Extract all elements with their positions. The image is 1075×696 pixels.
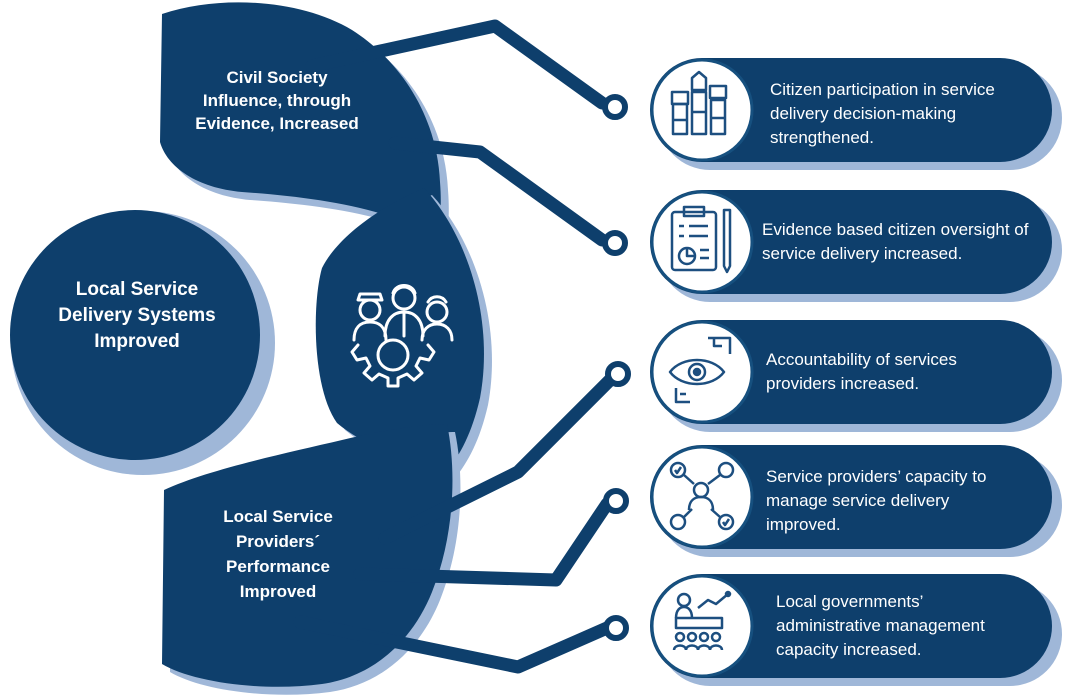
- center-shape: [315, 188, 492, 478]
- output-text-2: Evidence based citizen oversight of serv…: [762, 220, 1029, 263]
- connector-3: [378, 373, 617, 545]
- output-text-3: Accountability of services providers inc…: [766, 350, 957, 393]
- council-meeting-icon: [672, 590, 732, 651]
- top-outcome-label: Civil Society Influence, through Evidenc…: [195, 68, 359, 133]
- connector-node-3: [605, 361, 631, 387]
- connector-4: [353, 497, 614, 587]
- connector-1: [305, 19, 609, 110]
- output-pill-2: [650, 190, 1062, 302]
- top-outcome-shape: [160, 2, 449, 246]
- raised-fists-icon: [670, 70, 728, 136]
- network-people-icon: [669, 461, 735, 531]
- hub-circle: [10, 210, 275, 475]
- connector-node-5: [603, 615, 629, 641]
- clipboard-report-icon: [670, 205, 732, 274]
- connector-node-2: [602, 230, 628, 256]
- output-text-5: Local governments’ administrative manage…: [776, 592, 985, 659]
- connector-2: [388, 136, 609, 247]
- output-text-1: Citizen participation in service deliver…: [770, 80, 995, 147]
- team-gear-icon: [350, 284, 454, 388]
- hub-title: Local Service Delivery Systems Improved: [58, 279, 216, 352]
- output-pill-4: [650, 445, 1062, 557]
- eye-monitor-icon: [668, 336, 732, 404]
- connector-node-1: [602, 94, 628, 120]
- bottom-outcome-shape: [162, 424, 461, 695]
- output-pill-5: [650, 574, 1062, 686]
- bottom-outcome-label: Local Service Providers´ Performance Imp…: [223, 507, 333, 601]
- output-pill-1: [650, 58, 1062, 170]
- connector-node-4: [603, 488, 629, 514]
- output-text-4: Service providers’ capacity to manage se…: [766, 467, 987, 534]
- connectors: [293, 19, 617, 674]
- connector-nodes: [602, 94, 631, 641]
- connector-5: [293, 615, 614, 674]
